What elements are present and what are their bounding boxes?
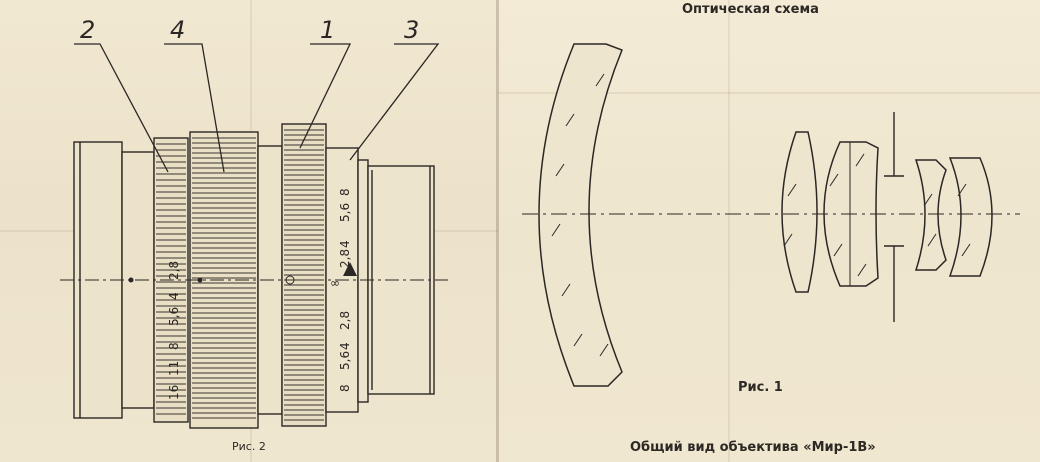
depth-scale-value: 5,6: [338, 203, 352, 222]
depth-scale-value: 5,6: [338, 351, 352, 370]
depth-scale-value: 4: [338, 342, 352, 350]
optical-scheme-title: Оптическая схема: [682, 2, 819, 17]
aperture-scale-value: 2,8: [167, 261, 181, 280]
aperture-scale-value: 8: [167, 342, 181, 350]
callout-leaders: [74, 43, 440, 173]
infinity-symbol: ∞: [330, 276, 340, 290]
callout-label-4: 4: [170, 16, 186, 44]
depth-scale-value: 2,8: [338, 249, 352, 268]
distance-scale: 85,642,82,845,68: [338, 188, 352, 392]
lens-general-view-caption: Общий вид объектива «Мир-1В»: [630, 440, 876, 455]
aperture-scale-value: 16: [167, 385, 181, 400]
front-barrel: [367, 165, 435, 395]
aperture-scale-value: 5,6: [167, 307, 181, 326]
depth-scale-value: 2,8: [338, 311, 352, 330]
paper-fold: [498, 92, 1040, 94]
aperture-scale: 16 11 8 5,6 4 2,8: [167, 261, 181, 400]
paper-fold: [728, 0, 730, 462]
depth-scale-value: 8: [338, 188, 352, 196]
figure-1-caption: Рис. 1: [738, 380, 783, 395]
page-seam: [496, 0, 499, 462]
aperture-scale-value: 11: [167, 361, 181, 376]
callout-label-2: 2: [80, 16, 96, 44]
callout-label-3: 3: [404, 16, 420, 44]
depth-scale-value: 8: [338, 384, 352, 392]
figure-2-caption: Рис. 2: [232, 440, 266, 453]
callout-label-1: 1: [320, 16, 336, 44]
aperture-scale-value: 4: [167, 292, 181, 300]
index-triangle: [343, 262, 357, 276]
depth-scale-value: 4: [338, 240, 352, 248]
